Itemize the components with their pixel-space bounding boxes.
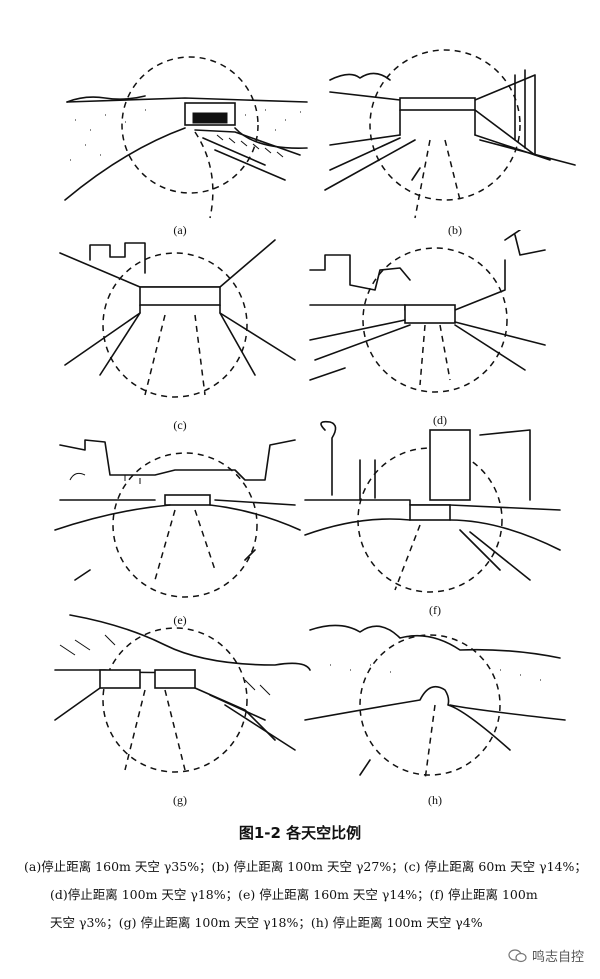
figure-panel-h: (h)	[300, 610, 570, 810]
sketch-tunnel-a	[64, 56, 308, 219]
sketch-tunnel-c	[59, 239, 296, 398]
watermark-text: 鸣志自控	[531, 950, 584, 965]
panel-label: (f)	[429, 603, 441, 617]
figure-panel-c: (c)	[45, 235, 315, 435]
panel-label: (a)	[173, 223, 187, 237]
figure-title: 图1-2 各天空比例	[238, 824, 362, 842]
figure-panel-g: (g)	[45, 610, 315, 810]
figure-panel-d: (d)	[305, 230, 575, 430]
panel-label: (b)	[448, 223, 462, 237]
caption-line-1: (a)停止距离 160m 天空 γ35%；(b) 停止距离 100m 天空 γ2…	[24, 859, 587, 874]
wechat-icon	[508, 948, 527, 962]
panel-label: (g)	[173, 793, 187, 807]
panel-label: (h)	[428, 793, 442, 807]
figure-panel-a: (a)	[45, 40, 315, 240]
sketch-tunnel-d	[309, 230, 546, 393]
watermark: 鸣志自控	[508, 946, 584, 965]
figure-panel-e: (e)	[45, 430, 315, 630]
sketch-tunnel-b	[324, 49, 576, 219]
panel-label: (c)	[173, 418, 187, 432]
figure-panel-f: (f)	[300, 420, 570, 620]
sketch-tunnel-f	[304, 420, 561, 593]
sketch-tunnel-h	[304, 624, 566, 781]
panel-label: (e)	[173, 613, 187, 627]
sketch-tunnel-g	[54, 614, 311, 773]
caption-line-2: (d)停止距离 100m 天空 γ18%；(e) 停止距离 160m 天空 γ1…	[50, 887, 538, 902]
caption-line-3: 天空 γ3%；(g) 停止距离 100m 天空 γ18%；(h) 停止距离 10…	[50, 915, 483, 930]
figure-panel-b: (b)	[320, 40, 590, 240]
panel-label: (d)	[433, 413, 447, 427]
sketch-tunnel-e	[54, 439, 301, 598]
